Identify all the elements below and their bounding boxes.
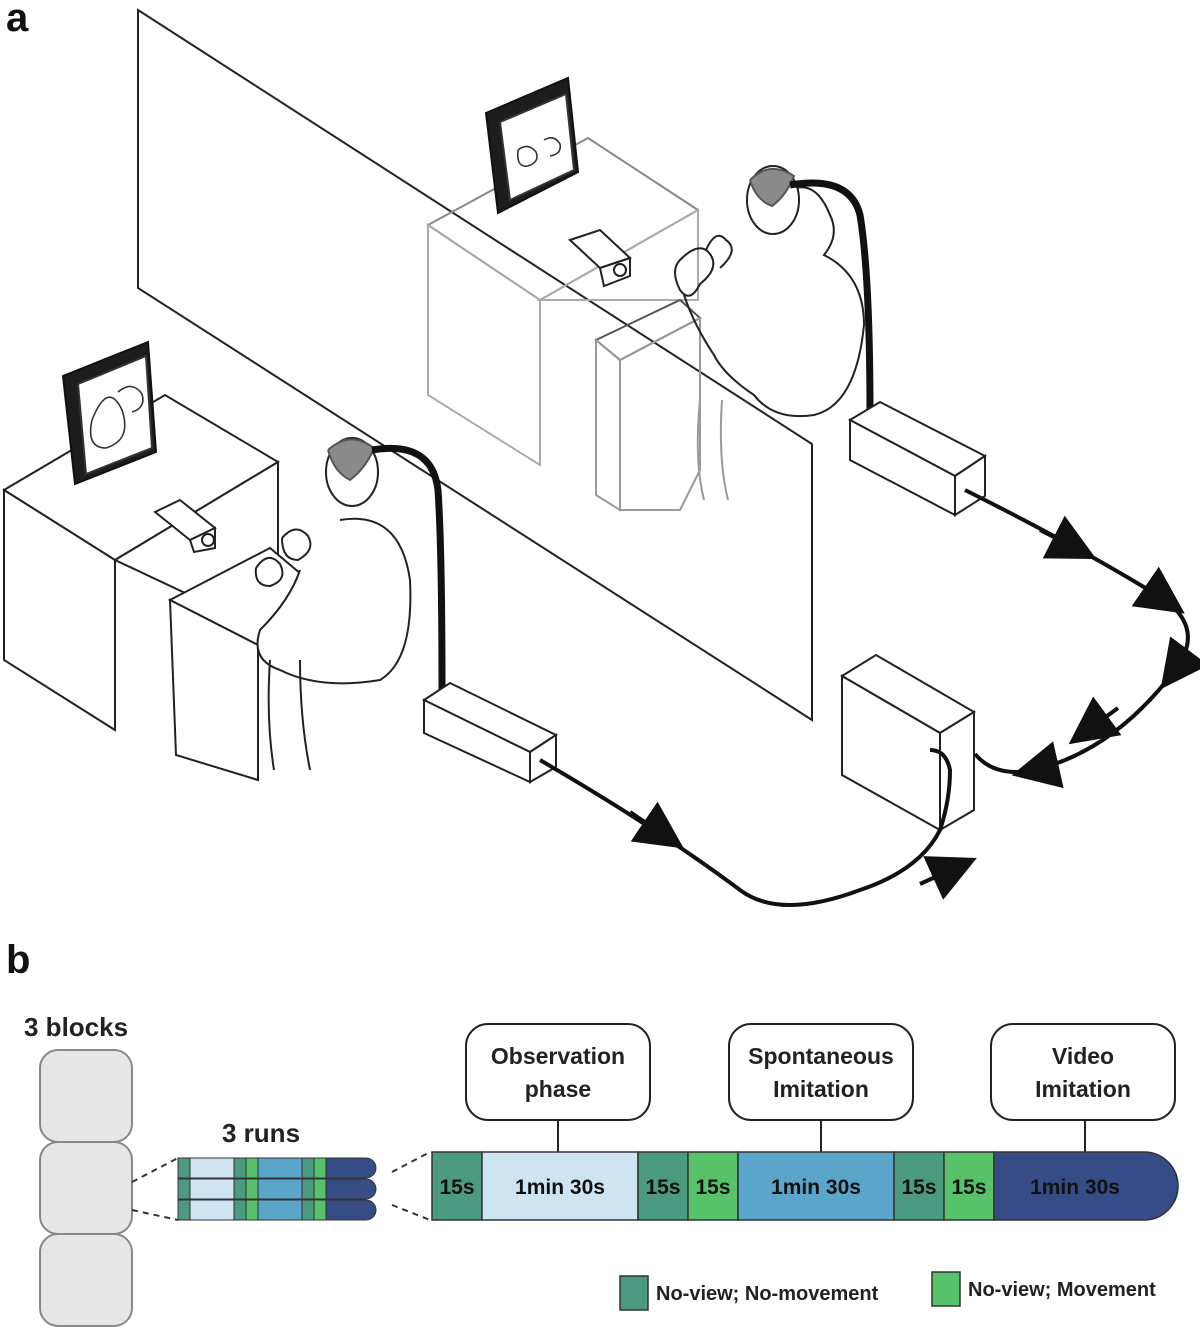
camera-right (568, 228, 632, 288)
cable-right (789, 179, 874, 416)
timeline-segment-label: 1min 30s (515, 1176, 605, 1199)
phase-callout-line2: phase (525, 1076, 591, 1102)
block-3 (39, 1233, 133, 1327)
run-segment-video-imitation (325, 1178, 377, 1200)
monitor-left (61, 340, 158, 486)
legend-swatch (931, 1271, 961, 1307)
legend-swatch (619, 1275, 649, 1311)
timeline-segment-label: 15s (901, 1176, 936, 1199)
phase-callout-1: Observation phase (465, 1023, 651, 1152)
camera-left (153, 498, 217, 554)
run-segment-no-view-movement (245, 1178, 259, 1200)
arrow-left-upper (919, 856, 977, 900)
run-segment-no-view-no-movement (233, 1178, 247, 1200)
person-right-body (683, 186, 866, 418)
runs-title: 3 runs (222, 1118, 300, 1148)
legend: No-view; No-movement No-view; Movement (619, 1271, 1156, 1311)
participant-left (2, 340, 412, 782)
run-segment-observation (189, 1199, 235, 1221)
panel-a-label: a (6, 0, 29, 40)
participant-right (426, 76, 866, 512)
legend-item-2: No-view; Movement (931, 1271, 1156, 1307)
run-segment-no-view-movement (313, 1157, 327, 1179)
amplifier-right (847, 400, 987, 517)
blocks-title: 3 blocks (24, 1012, 128, 1042)
run-segment-spontaneous-imitation (257, 1178, 303, 1200)
timeline-segment-no-view-no-movement (431, 1151, 483, 1221)
run-row-3 (177, 1199, 377, 1221)
timeline-segment-no-view-movement (943, 1151, 995, 1221)
legend-label: No-view; No-movement (656, 1283, 879, 1305)
timeline-segment-label: 15s (439, 1176, 474, 1199)
timeline-segment-video-imitation (993, 1151, 1179, 1221)
run-segment-no-view-no-movement (233, 1199, 247, 1221)
phase-callouts: ObservationphaseSpontaneousImitationVide… (465, 1023, 1176, 1152)
timeline-segment-label: 1min 30s (771, 1176, 861, 1199)
run-segment-no-view-no-movement (177, 1199, 191, 1221)
phase-callout-line2: Imitation (773, 1076, 869, 1102)
run-row-2 (177, 1178, 377, 1200)
run-segment-no-view-movement (245, 1199, 259, 1221)
panel-b-label: b (6, 938, 31, 982)
run-row-1 (177, 1157, 377, 1179)
timeline-segment-label: 1min 30s (1030, 1176, 1120, 1199)
person-left-body (256, 517, 412, 685)
phase-callout-line1: Observation (491, 1043, 625, 1069)
run-segment-no-view-no-movement (301, 1178, 315, 1200)
run-segment-video-imitation (325, 1199, 377, 1221)
signal-cable-right (964, 488, 1200, 789)
setup-illustration (2, 8, 1200, 907)
run-segment-observation (189, 1157, 235, 1179)
run-segment-video-imitation (325, 1157, 377, 1179)
run-timeline-connectors (391, 1151, 431, 1221)
run-segment-no-view-movement (313, 1178, 327, 1200)
run-segment-no-view-movement (245, 1157, 259, 1179)
block-2 (39, 1141, 133, 1235)
monitor-right (484, 76, 580, 215)
phase-callout-line1: Video (1052, 1043, 1114, 1069)
run-segment-no-view-no-movement (177, 1157, 191, 1179)
run-segment-spontaneous-imitation (257, 1157, 303, 1179)
amplifier-left (421, 681, 559, 784)
timeline-segment-label: 15s (951, 1176, 986, 1199)
phase-callout-line2: Imitation (1035, 1076, 1131, 1102)
run-segment-no-view-movement (313, 1199, 327, 1221)
legend-item-1: No-view; No-movement (619, 1275, 879, 1311)
timeline-segment-label: 15s (645, 1176, 680, 1199)
cable-left (371, 444, 446, 691)
run-segment-observation (189, 1178, 235, 1200)
run-segment-no-view-no-movement (177, 1178, 191, 1200)
arrow-right-upper (1039, 515, 1097, 559)
timeline-segment-spontaneous-imitation (737, 1151, 895, 1221)
arrow-left-lower (628, 801, 684, 849)
legend-label: No-view; Movement (968, 1279, 1156, 1301)
run-segment-spontaneous-imitation (257, 1199, 303, 1221)
arrow-right-lower (1068, 696, 1122, 745)
recording-computer (840, 653, 976, 832)
runs-mini (177, 1157, 377, 1221)
timeline-segment-no-view-movement (687, 1151, 739, 1221)
timeline-segment-observation (481, 1151, 639, 1221)
block-run-connectors (131, 1157, 179, 1221)
timeline-segment-label: 15s (695, 1176, 730, 1199)
blocks-column (39, 1049, 133, 1327)
timeline-segment-no-view-no-movement (637, 1151, 689, 1221)
run-segment-no-view-no-movement (301, 1157, 315, 1179)
block-1 (39, 1049, 133, 1143)
phase-callout-line1: Spontaneous (748, 1043, 894, 1069)
run-segment-no-view-no-movement (233, 1157, 247, 1179)
run-segment-no-view-no-movement (301, 1199, 315, 1221)
expanded-timeline: 15s 1min 30s 15s 15s 1min 30s 15s 15s 1min 30s (431, 1151, 1179, 1221)
